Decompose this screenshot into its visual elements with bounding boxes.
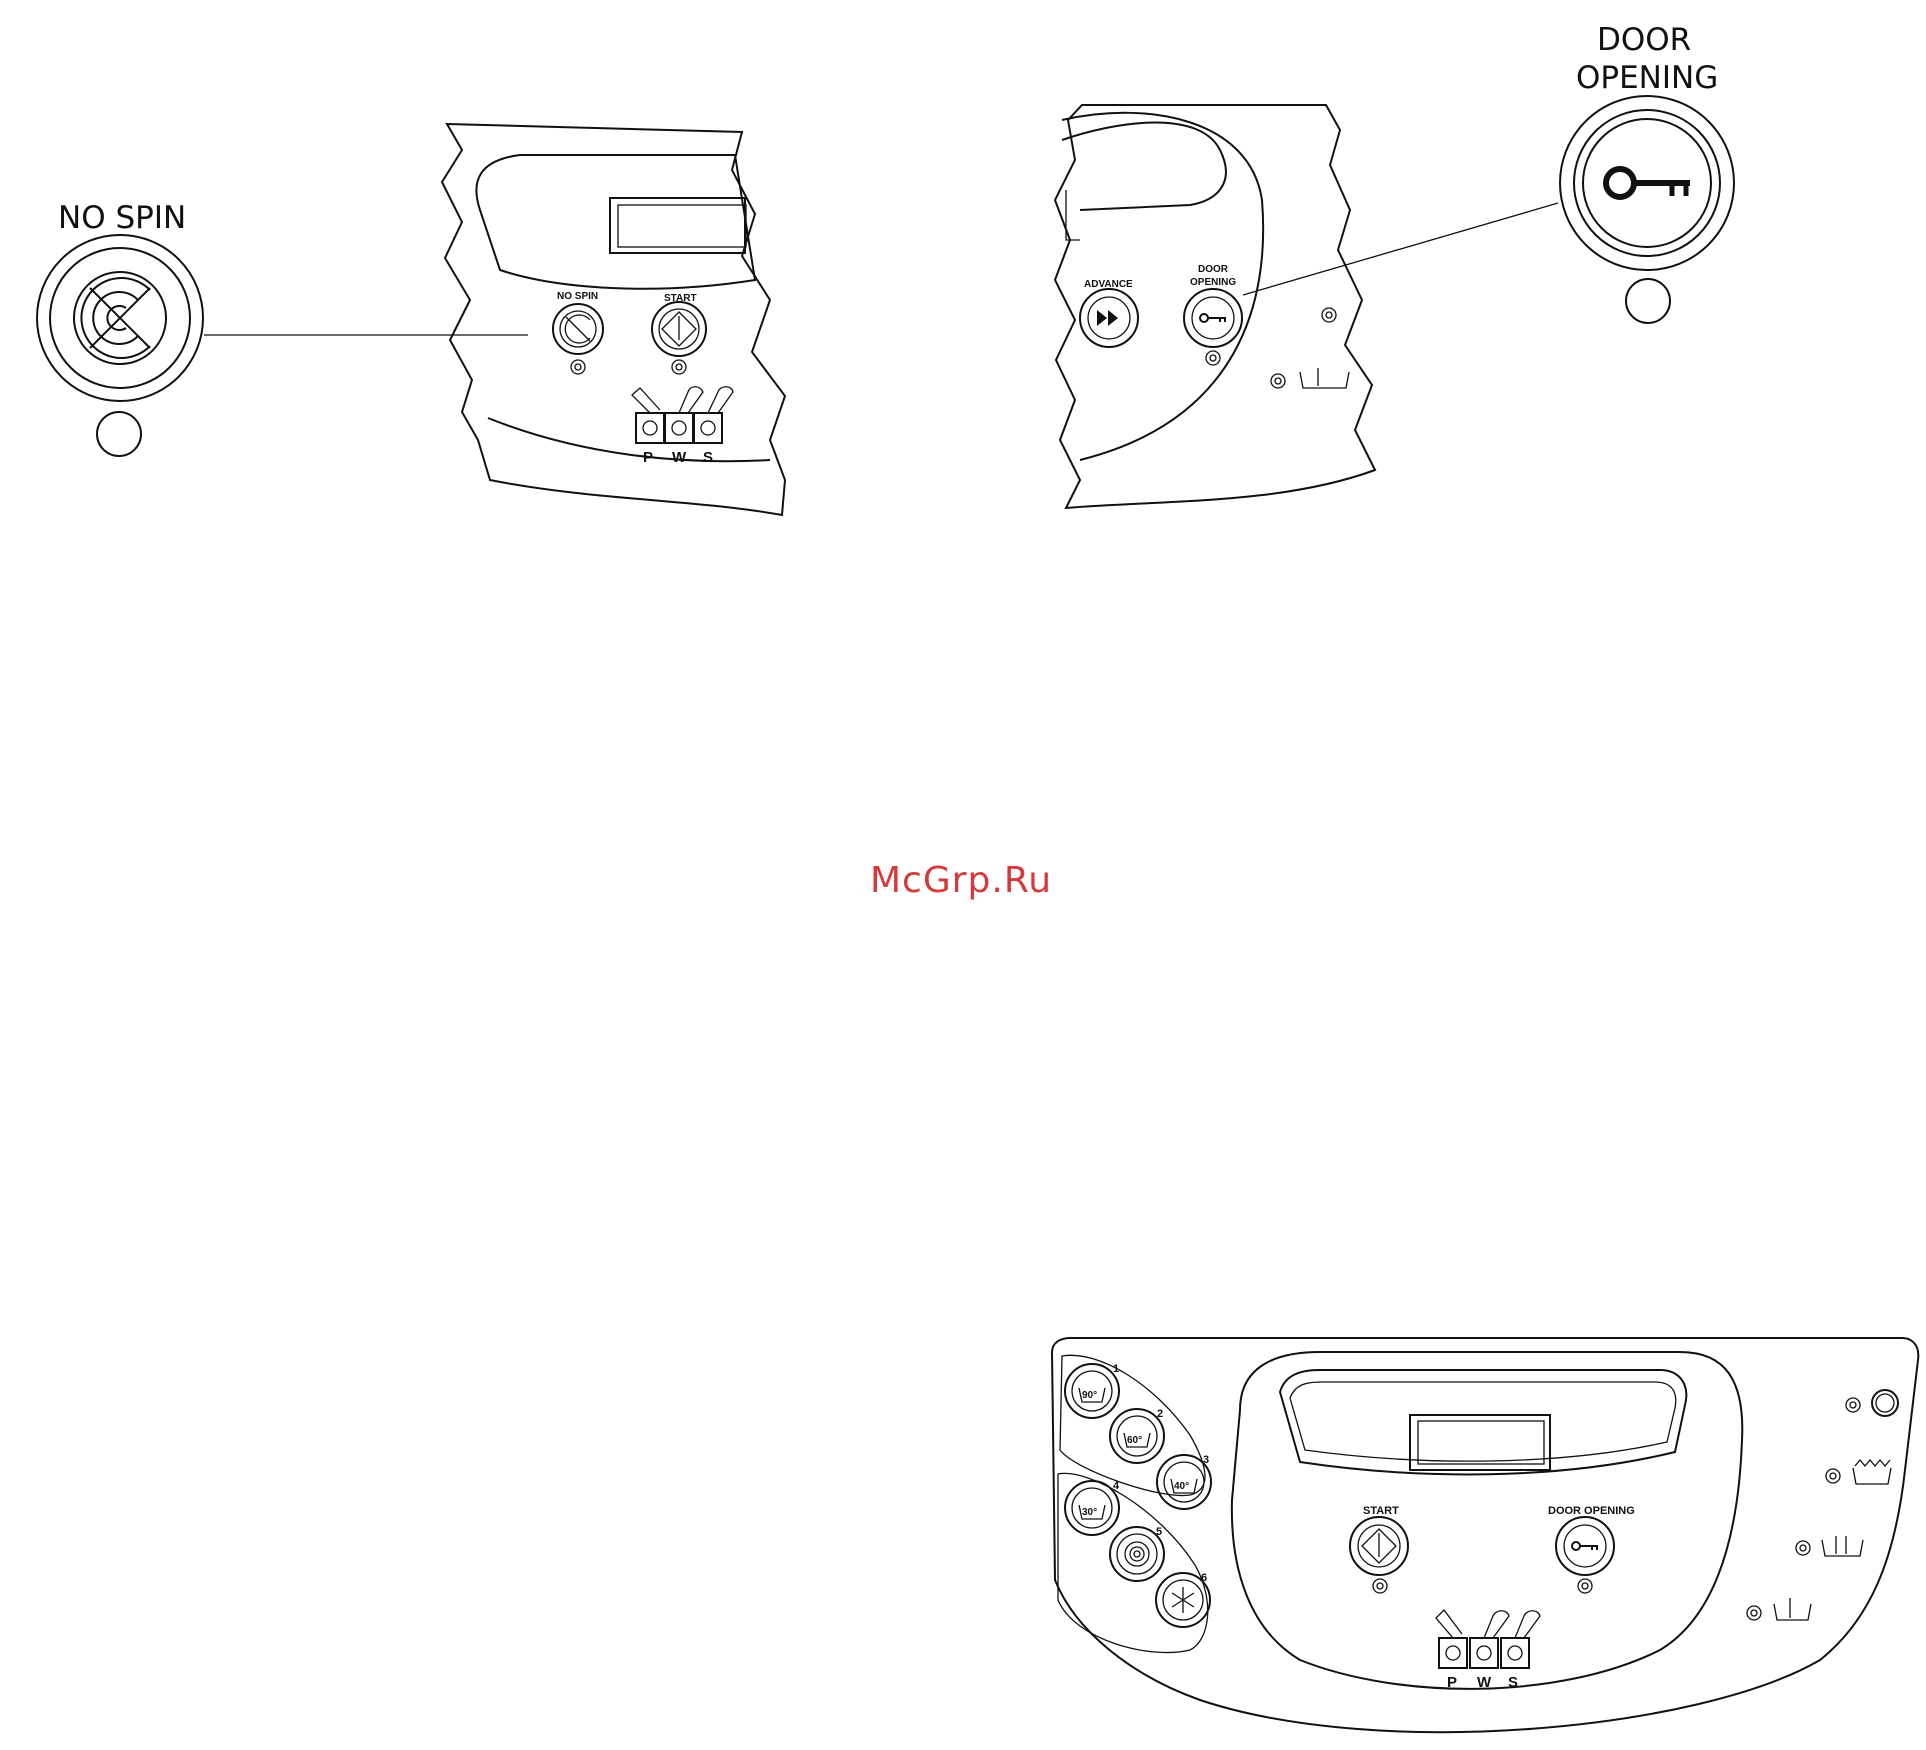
full-panel-door-label: DOOR OPENING: [1548, 1505, 1635, 1517]
fast-forward-icon: [1097, 310, 1118, 326]
full-panel-start-label: START: [1363, 1505, 1399, 1517]
program-num-1: 1: [1113, 1363, 1119, 1375]
pws-label-p-left: P: [643, 449, 653, 466]
program-num-4: 4: [1113, 1480, 1120, 1492]
panel-key-icon: [1200, 314, 1226, 322]
program-button-2: 60°: [1110, 1409, 1164, 1463]
pws-label-s-full: S: [1508, 1674, 1518, 1691]
figure-full-panel: 90° 1 60° 2 40° 3 30° 4: [1052, 1338, 1918, 1732]
key-icon: [1606, 169, 1690, 197]
callout-title-door-line2: OPENING: [1576, 60, 1718, 96]
full-panel-door-button: [1556, 1517, 1614, 1575]
power-icon: [1872, 1390, 1898, 1416]
full-panel-door-led: [1578, 1579, 1592, 1593]
program-button-1: 90°: [1065, 1364, 1119, 1418]
no-spin-icon: [81, 278, 150, 358]
program-button-4: 30°: [1065, 1481, 1119, 1535]
wash-tub-icon: [1822, 1536, 1863, 1556]
prewash-led: [1826, 1469, 1840, 1483]
no-spin-callout-button: [37, 235, 203, 401]
snowflake-icon: [1172, 1587, 1194, 1613]
door-callout-led: [1626, 279, 1670, 323]
pws-label-p-full: P: [1447, 1674, 1457, 1691]
full-panel-key-icon: [1572, 1542, 1598, 1550]
program-num-6: 6: [1201, 1572, 1207, 1584]
watermark-text: McGrp.Ru: [870, 860, 1052, 901]
program-temp-3: 40°: [1174, 1481, 1189, 1492]
panel-door-led: [1206, 351, 1220, 365]
panel-label-door-line1: DOOR: [1198, 264, 1229, 275]
pws-label-w-full: W: [1477, 1674, 1492, 1691]
program-num-5: 5: [1156, 1526, 1162, 1538]
softener-led: [1747, 1606, 1761, 1620]
panel-advance-button: [1080, 289, 1138, 347]
panel-no-spin-led: [571, 360, 585, 374]
no-spin-callout-led: [97, 412, 141, 456]
door-opening-callout-button: [1560, 96, 1734, 270]
panel-excerpt-right: [1055, 105, 1375, 508]
pws-switches-left: [632, 387, 733, 443]
full-panel-start-led: [1373, 1579, 1387, 1593]
program-temp-1: 90°: [1082, 1390, 1097, 1401]
panel-no-spin-button: [553, 304, 603, 354]
figure-door-opening: DOOR OPENING ADVANCE DOOR: [1055, 22, 1734, 508]
power-led: [1846, 1398, 1860, 1412]
tub-icon-right: [1300, 368, 1349, 388]
panel-excerpt-left: [442, 124, 785, 515]
program-num-2: 2: [1157, 1408, 1163, 1420]
panel-start-led: [672, 360, 686, 374]
program-temp-2: 60°: [1127, 1435, 1142, 1446]
panel-label-door-line2: OPENING: [1190, 277, 1236, 288]
pws-label-w-left: W: [672, 449, 687, 466]
pws-label-s-left: S: [703, 449, 713, 466]
full-panel-start-button: [1350, 1517, 1408, 1575]
softener-tub-icon: [1774, 1598, 1811, 1620]
figure-no-spin: NO SPIN NO SPIN: [37, 124, 785, 515]
program-temp-4: 30°: [1082, 1507, 1097, 1518]
panel-label-no-spin: NO SPIN: [557, 291, 598, 302]
panel-start-button: [652, 302, 706, 356]
callout-title-no-spin: NO SPIN: [58, 200, 186, 236]
panel-door-button: [1184, 289, 1242, 347]
program-num-3: 3: [1203, 1454, 1209, 1466]
indicator-led-1: [1322, 308, 1336, 322]
wash-led: [1796, 1541, 1810, 1555]
wool-icon: [1125, 1542, 1149, 1566]
leader-line-door: [1243, 203, 1558, 295]
indicator-led-2: [1271, 374, 1285, 388]
callout-title-door-line1: DOOR: [1597, 22, 1691, 58]
prewash-tub-icon: [1853, 1460, 1891, 1484]
pws-switches-full: [1436, 1610, 1540, 1668]
